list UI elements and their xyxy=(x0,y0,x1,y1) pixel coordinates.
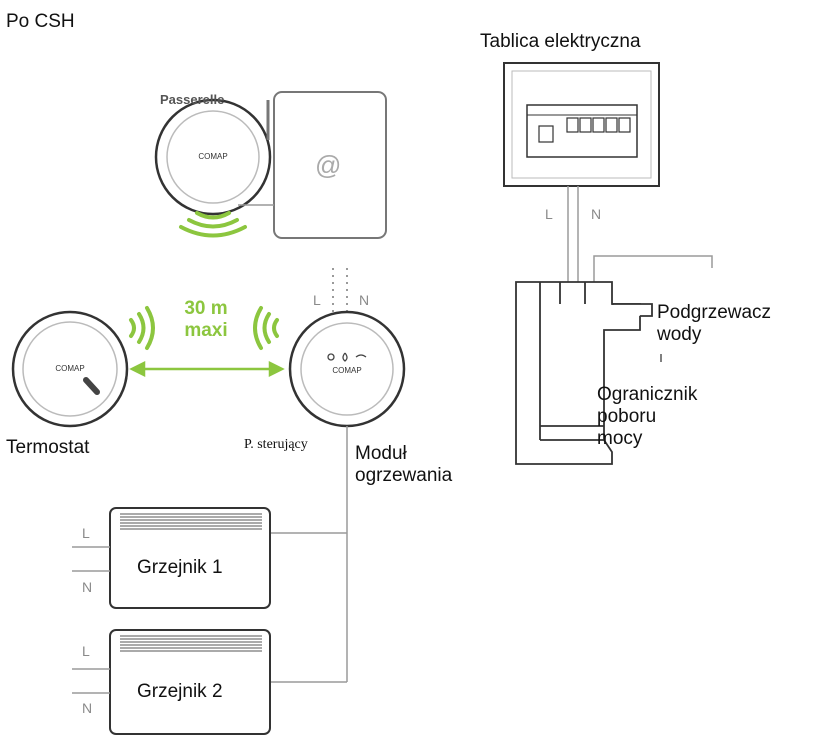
radiator-2-label: Grzejnik 2 xyxy=(137,681,223,702)
water-heater-label: Podgrzewacz wody xyxy=(657,302,771,346)
panel-wires xyxy=(567,186,713,282)
control-module-device xyxy=(288,310,406,428)
radiator-2-wire-n: N xyxy=(82,700,93,716)
module-dotted-wires xyxy=(332,268,348,314)
limiter-line3: mocy xyxy=(597,428,643,449)
range-maxi: maxi xyxy=(184,320,228,341)
gateway-at-symbol: @ xyxy=(315,150,342,180)
module-label-line1: Moduł xyxy=(355,443,407,464)
gateway-signal-icon xyxy=(179,211,247,238)
radiator-1 xyxy=(72,507,271,609)
gateway-label: Passerelle xyxy=(160,92,225,107)
module-wire-l: L xyxy=(313,292,321,308)
module-label-line2: ogrzewania xyxy=(355,465,453,486)
limiter-label: Ogranicznik poboru mocy xyxy=(597,384,697,450)
module-brand: COMAP xyxy=(332,366,362,375)
thermostat-label: Termostat xyxy=(6,437,90,458)
radiator-1-label: Grzejnik 1 xyxy=(137,557,223,578)
thermostat-device xyxy=(11,310,129,428)
gateway-box xyxy=(238,91,387,239)
module-wire-n: N xyxy=(359,292,370,308)
gateway-puck xyxy=(154,98,272,216)
electrical-panel xyxy=(503,62,660,187)
module-small-label: P. sterujący xyxy=(244,437,308,452)
range-distance: 30 m xyxy=(184,298,228,319)
radiator-2-wire-l: L xyxy=(82,643,90,659)
limiter-line1: Ogranicznik xyxy=(597,384,698,405)
panel-wire-l: L xyxy=(545,206,553,222)
radiator-1-wire-l: L xyxy=(82,525,90,541)
module-signal-icon xyxy=(253,306,279,350)
water-heater-line1: Podgrzewacz xyxy=(657,302,772,323)
water-heater-line2: wody xyxy=(657,324,702,345)
thermostat-signal-icon xyxy=(129,306,155,350)
radiator-wiring xyxy=(270,426,348,683)
thermostat-brand: COMAP xyxy=(55,364,85,373)
gateway-brand: COMAP xyxy=(198,152,228,161)
panel-wire-n: N xyxy=(591,206,602,222)
power-limiter-device xyxy=(515,281,653,465)
radiator-2 xyxy=(72,629,271,735)
module-label: Moduł ogrzewania xyxy=(355,443,452,487)
page-title: Po CSH xyxy=(6,11,75,32)
panel-title: Tablica elektryczna xyxy=(480,31,641,52)
limiter-line2: poboru xyxy=(597,406,657,427)
range-label: 30 m maxi xyxy=(178,298,234,342)
radiator-1-wire-n: N xyxy=(82,579,93,595)
range-arrow xyxy=(129,360,285,378)
